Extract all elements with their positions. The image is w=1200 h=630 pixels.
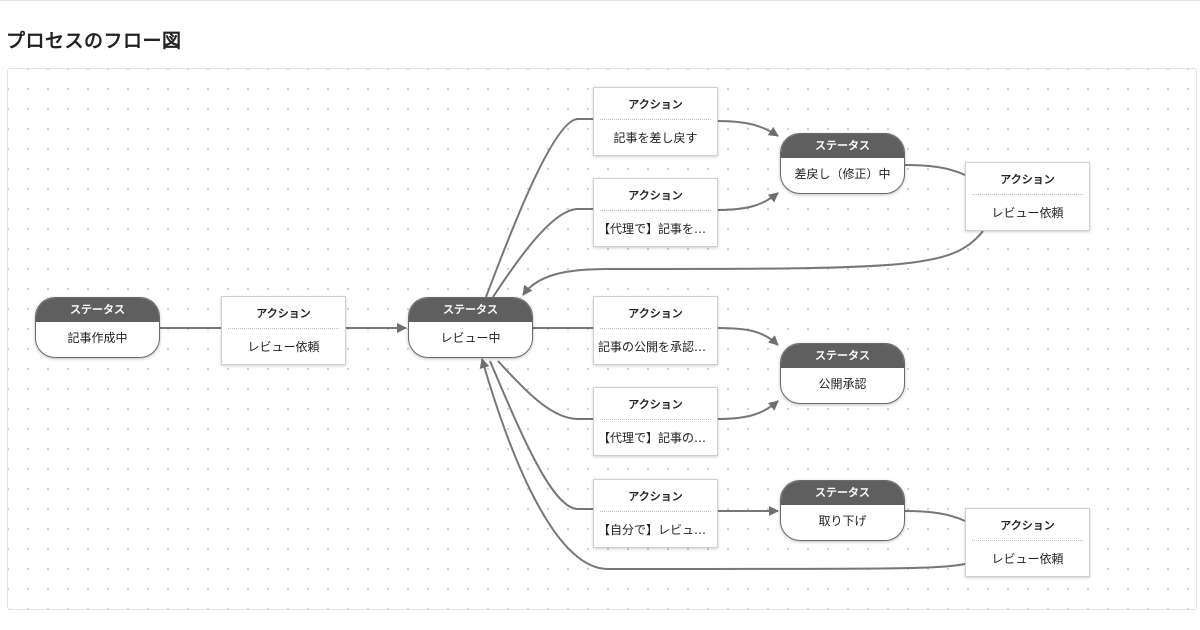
- action-request-review-from-withdrawn[interactable]: アクション レビュー依頼: [965, 508, 1090, 577]
- flow-diagram-canvas: ステータス 記事作成中 ステータス レビュー中 ステータス 差戻し（修正）中 ス…: [7, 68, 1197, 610]
- page-title: プロセスのフロー図: [6, 30, 182, 52]
- action-label: レビュー依頼: [991, 552, 1064, 566]
- edge-approve-to-approved: [716, 327, 779, 346]
- action-label: レビュー依頼: [991, 206, 1064, 220]
- edge-review-to-proxy-approve: [497, 360, 593, 420]
- action-return[interactable]: アクション 記事を差し戻す: [593, 87, 718, 156]
- action-header: アクション: [600, 88, 711, 120]
- status-withdrawn[interactable]: ステータス 取り下げ: [780, 480, 905, 541]
- action-header: アクション: [600, 179, 711, 211]
- edge-review-to-proxy-return: [492, 208, 593, 298]
- action-header: アクション: [600, 297, 711, 329]
- edge-proxy-return-to-returned: [716, 192, 779, 211]
- status-drafting[interactable]: ステータス 記事作成中: [35, 297, 160, 358]
- action-header: アクション: [972, 163, 1083, 195]
- action-header: アクション: [600, 388, 711, 420]
- action-header: アクション: [228, 297, 339, 329]
- edge-returned-to-request2: [904, 164, 966, 176]
- action-label: 記事を差し戻す: [613, 131, 698, 145]
- action-request-review-from-returned[interactable]: アクション レビュー依頼: [965, 162, 1090, 231]
- status-label: 取り下げ: [818, 514, 867, 528]
- action-label: 【自分で】レビュー依頼…: [598, 523, 717, 537]
- status-header: ステータス: [409, 298, 532, 322]
- action-self-withdraw[interactable]: アクション 【自分で】レビュー依頼…: [593, 479, 718, 548]
- status-header: ステータス: [781, 134, 904, 158]
- action-label: 【代理で】記事を差し戻す: [598, 222, 717, 236]
- edge-review-to-return: [485, 118, 593, 298]
- edge-withdrawn-to-request3: [904, 510, 966, 522]
- status-label: レビュー中: [440, 331, 501, 345]
- action-request-review[interactable]: アクション レビュー依頼: [221, 296, 346, 365]
- flow-edges: [160, 118, 984, 571]
- status-label: 差戻し（修正）中: [794, 167, 891, 181]
- edge-request2-to-review: [522, 230, 984, 296]
- action-approve[interactable]: アクション 記事の公開を承認する: [593, 296, 718, 365]
- status-header: ステータス: [781, 481, 904, 505]
- edge-review-to-self-withdraw: [489, 360, 593, 510]
- edge-return-to-returned: [716, 120, 779, 137]
- action-label: 記事の公開を承認する: [598, 340, 717, 354]
- action-proxy-return[interactable]: アクション 【代理で】記事を差し戻す: [593, 178, 718, 247]
- status-approved[interactable]: ステータス 公開承認: [780, 343, 905, 404]
- top-divider: [0, 0, 1200, 1]
- status-in-review[interactable]: ステータス レビュー中: [408, 297, 533, 358]
- status-label: 公開承認: [818, 377, 867, 391]
- edge-request3-to-review: [479, 358, 966, 571]
- status-returned[interactable]: ステータス 差戻し（修正）中: [780, 133, 905, 194]
- status-header: ステータス: [36, 298, 159, 322]
- status-label: 記事作成中: [67, 331, 128, 345]
- action-label: 【代理で】記事の公開を…: [598, 431, 717, 445]
- action-proxy-approve[interactable]: アクション 【代理で】記事の公開を…: [593, 387, 718, 456]
- edge-proxy-approve-to-approved: [716, 400, 779, 420]
- action-label: レビュー依頼: [247, 340, 320, 354]
- status-header: ステータス: [781, 344, 904, 368]
- action-header: アクション: [972, 509, 1083, 541]
- action-header: アクション: [600, 480, 711, 512]
